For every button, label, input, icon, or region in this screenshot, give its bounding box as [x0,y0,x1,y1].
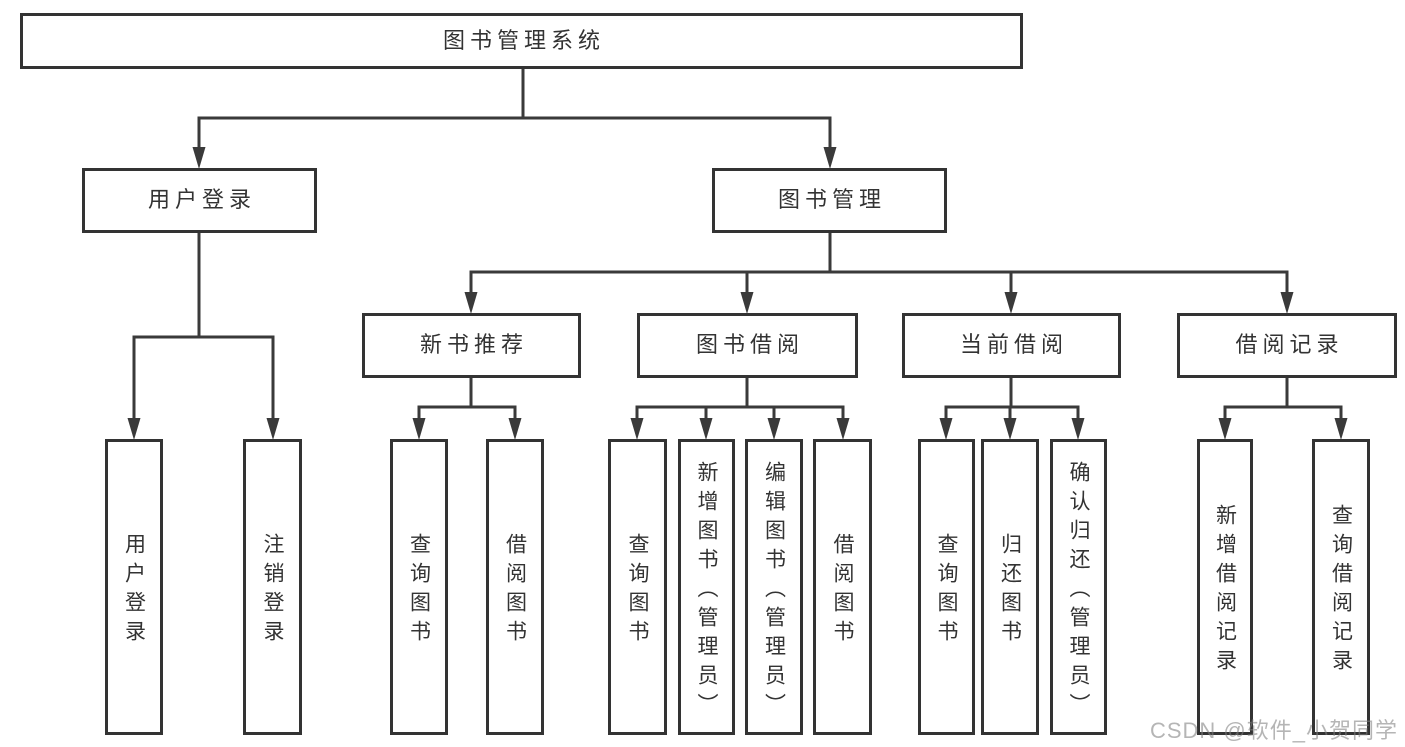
arrowhead-icon [508,418,522,440]
node-label: 用户登录 [147,187,256,213]
node-user-login: 用户登录 [82,168,317,233]
leaf-borrow-books-recommend: 借阅图书 [486,439,544,735]
node-label: 当前借阅 [959,332,1068,358]
connector-group-0 [192,69,837,169]
node-label: 借阅记录 [1235,332,1344,358]
node-label: 查询借阅记录 [1329,504,1353,678]
node-borrow-records: 借阅记录 [1177,313,1397,378]
leaf-query-books-recommend: 查询图书 [390,439,448,735]
node-label: 新增借阅记录 [1213,504,1237,678]
node-label: 确认归还（管理员） [1067,460,1090,722]
node-label: 图书管理系统 [442,27,605,53]
connector-group-4 [630,378,850,440]
leaf-add-borrow-record: 新增借阅记录 [1197,439,1253,735]
node-label: 归还图书 [998,533,1022,649]
node-book-management: 图书管理 [712,168,947,233]
arrowhead-icon [127,418,141,440]
arrowhead-icon [836,418,850,440]
node-label: 用户登录 [122,533,146,649]
node-current-borrow: 当前借阅 [902,313,1121,378]
leaf-borrow-books: 借阅图书 [813,439,872,735]
node-label: 查询图书 [407,533,431,649]
node-label: 查询图书 [626,533,649,649]
leaf-logout: 注销登录 [243,439,302,735]
arrowhead-icon [767,418,781,440]
node-new-book-recommend: 新书推荐 [362,313,581,378]
arrowhead-icon [939,418,953,440]
arrowhead-icon [1071,418,1085,440]
arrowhead-icon [412,418,426,440]
node-label: 查询图书 [935,533,958,649]
arrowhead-icon [1334,418,1348,440]
node-book-borrow: 图书借阅 [637,313,858,378]
connector-group-3 [412,378,522,440]
node-system-root: 图书管理系统 [20,13,1023,69]
arrowhead-icon [464,292,478,314]
connector-group-2 [464,233,1294,314]
arrowhead-icon [1004,292,1018,314]
arrowhead-icon [1003,418,1017,440]
arrowhead-icon [192,147,206,169]
node-label: 图书管理 [777,187,886,213]
arrowhead-icon [1280,292,1294,314]
arrowhead-icon [266,418,280,440]
node-label: 编辑图书（管理员） [762,460,786,722]
node-label: 图书借阅 [695,332,804,358]
connector-group-6 [1218,378,1348,440]
leaf-return-book: 归还图书 [981,439,1039,735]
leaf-add-book-admin: 新增图书（管理员） [678,439,735,735]
leaf-query-books-current: 查询图书 [918,439,975,735]
arrowhead-icon [699,418,713,440]
arrowhead-icon [630,418,644,440]
leaf-edit-book-admin: 编辑图书（管理员） [745,439,803,735]
arrowhead-icon [823,147,837,169]
leaf-query-books-borrow: 查询图书 [608,439,667,735]
arrowhead-icon [1218,418,1232,440]
node-label: 新书推荐 [419,332,528,358]
node-label: 借阅图书 [831,533,854,649]
connector-group-5 [939,378,1085,440]
node-label: 借阅图书 [503,533,527,649]
csdn-watermark: CSDN @软件_小贺同学 [1149,718,1398,743]
leaf-query-borrow-record: 查询借阅记录 [1312,439,1370,735]
connector-group-1 [127,233,280,440]
leaf-user-login: 用户登录 [105,439,163,735]
leaf-confirm-return-admin: 确认归还（管理员） [1050,439,1107,735]
node-label: 新增图书（管理员） [695,460,718,722]
arrowhead-icon [740,292,754,314]
node-label: 注销登录 [261,533,284,649]
